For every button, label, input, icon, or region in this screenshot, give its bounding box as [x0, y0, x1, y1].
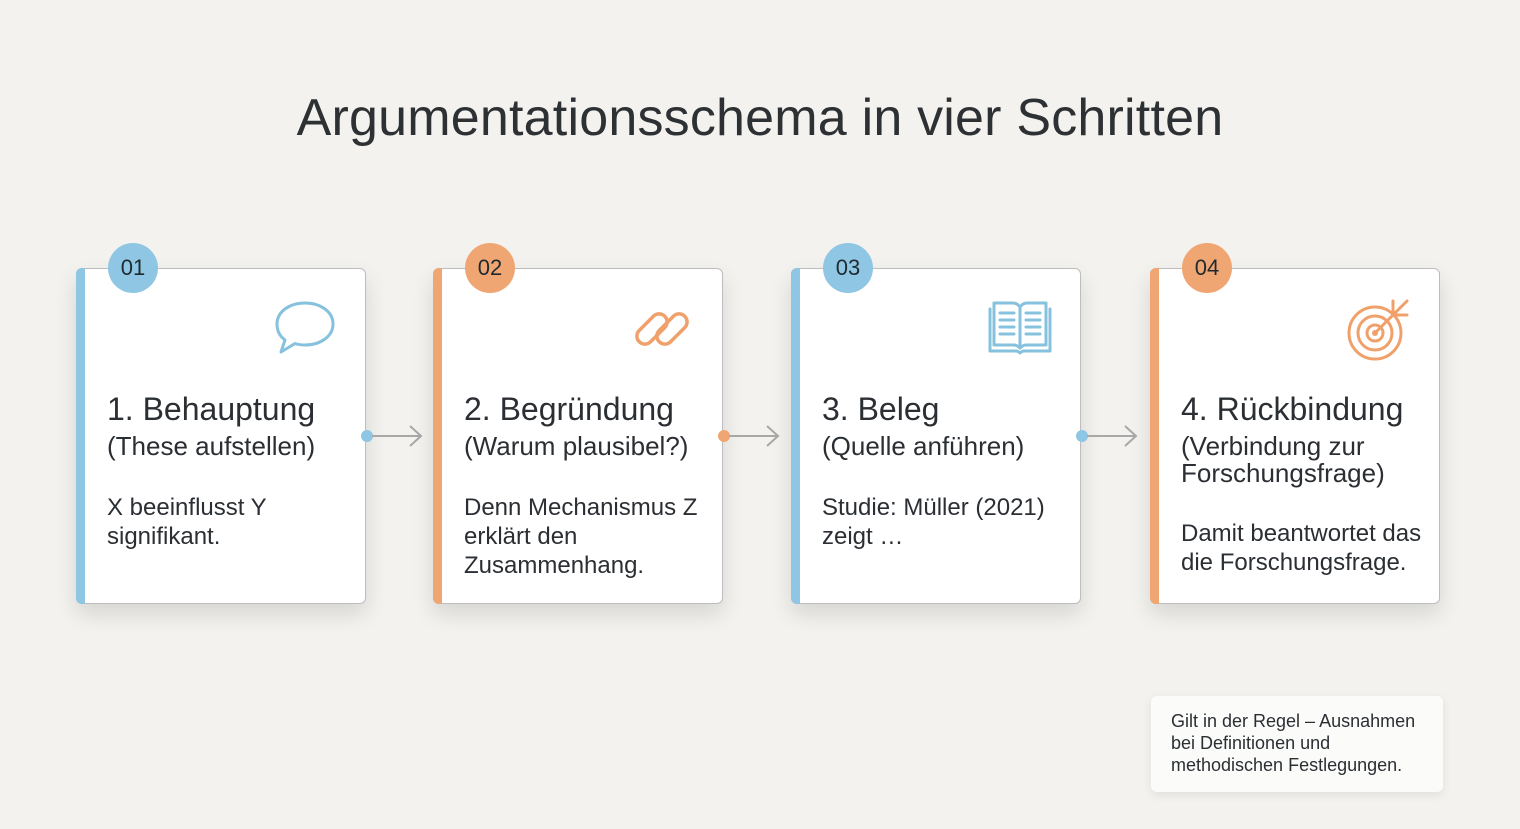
step-body: Denn Mechanismus Z erklärt den Zusammenh… [464, 494, 698, 579]
step-title: 3. Beleg [822, 391, 940, 427]
step-number-badge: 01 [108, 243, 158, 293]
card-accent-bar [433, 268, 442, 604]
footnote-box: Gilt in der Regel – Ausnahmen bei Defini… [1151, 696, 1443, 792]
open-book-icon [988, 301, 1052, 355]
card-accent-bar [76, 268, 85, 604]
card-accent-bar [791, 268, 800, 604]
connector-arrow-2 [718, 425, 780, 447]
step-body: X beeinflusst Y signifikant. [107, 494, 267, 550]
step-title: 4. Rückbindung [1181, 391, 1404, 427]
connector-arrow-1 [361, 425, 423, 447]
card-accent-bar [1150, 268, 1159, 604]
speech-bubble-icon [275, 301, 335, 354]
step-subtitle: (Verbindung zur Forschungsfrage) [1181, 431, 1385, 488]
step-subtitle: (Warum plausibel?) [464, 431, 689, 461]
step-title: 2. Begründung [464, 391, 674, 427]
step-card-4: 04 4. Rückbindung (Verbindung zur Forsch… [1150, 243, 1440, 604]
chain-link-icon [635, 312, 689, 346]
step-subtitle: (Quelle anführen) [822, 431, 1025, 461]
page-title: Argumentationsschema in vier Schritten [296, 89, 1224, 147]
connector-arrow-3 [1076, 425, 1138, 447]
step-title: 1. Behauptung [107, 391, 316, 427]
step-number-badge: 02 [465, 243, 515, 293]
step-card-2: 02 2. Begründung (Warum plausibel?) Denn… [433, 243, 723, 604]
step-number-badge: 04 [1182, 243, 1232, 293]
step-card-3: 03 3. Beleg (Quelle anführen) Studie: Mü… [791, 243, 1081, 604]
step-body: Damit beantwortet das die Forschungsfrag… [1181, 520, 1422, 576]
step-card-1: 01 1. Behauptung (These aufstellen) X be… [76, 243, 366, 604]
step-body: Studie: Müller (2021) zeigt … [822, 494, 1045, 550]
target-arrow-icon [1347, 299, 1409, 361]
step-subtitle: (These aufstellen) [107, 431, 316, 461]
step-number-badge: 03 [823, 243, 873, 293]
